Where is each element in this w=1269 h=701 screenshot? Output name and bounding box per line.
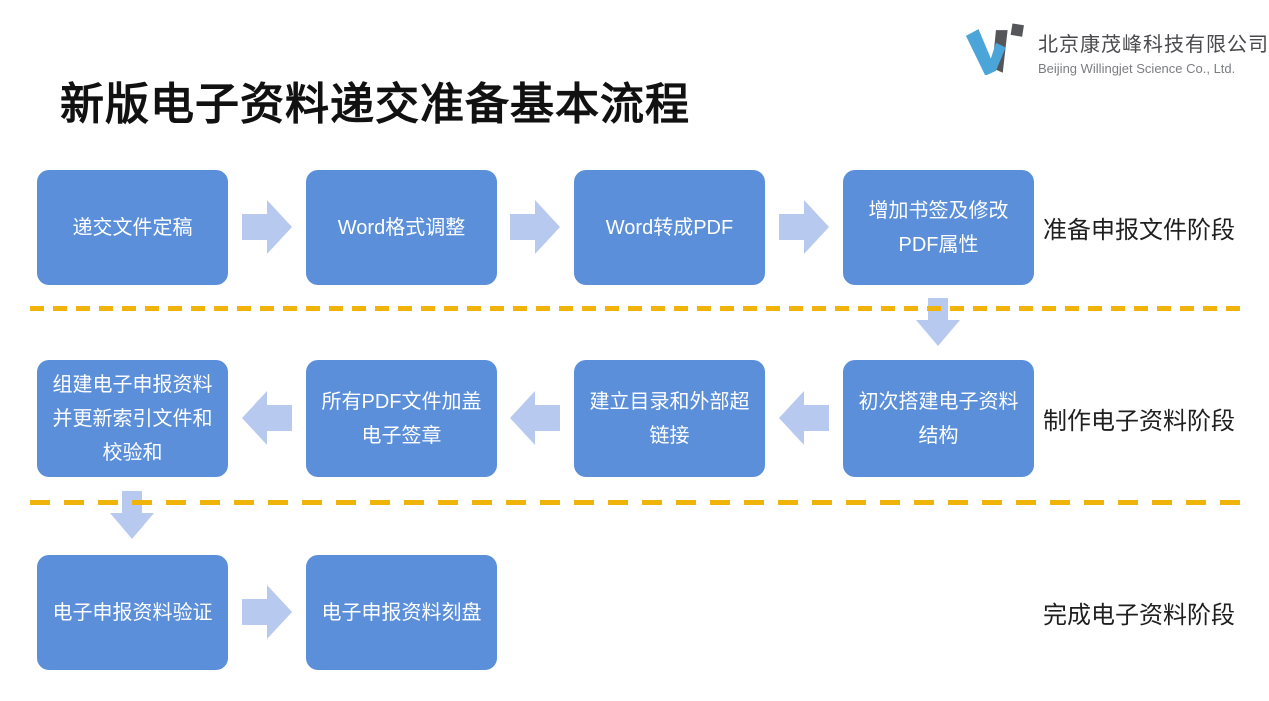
stage-divider xyxy=(30,306,1242,311)
company-logo: 北京康茂峰科技有限公司 Beijing Willingjet Science C… xyxy=(964,22,1269,76)
stage-divider xyxy=(30,500,1242,505)
stage-label-complete-edossier: 完成电子资料阶段 xyxy=(1043,602,1235,629)
arrow-left-icon xyxy=(779,391,829,445)
flow-step-build-toc-external-hyperlinks: 建立目录和外部超 链接 xyxy=(574,360,765,477)
stage-label-make-edossier: 制作电子资料阶段 xyxy=(1043,408,1235,435)
company-name-cn: 北京康茂峰科技有限公司 xyxy=(1038,34,1269,56)
company-name-block: 北京康茂峰科技有限公司 Beijing Willingjet Science C… xyxy=(1038,22,1269,76)
arrow-down-icon xyxy=(916,298,960,346)
arrow-left-icon xyxy=(242,391,292,445)
arrow-right-icon xyxy=(510,200,560,254)
arrow-right-icon xyxy=(242,200,292,254)
arrow-right-icon xyxy=(779,200,829,254)
flow-step-word-format-adjust: Word格式调整 xyxy=(306,170,497,285)
arrow-left-icon xyxy=(510,391,560,445)
flow-step-edossier-validation: 电子申报资料验证 xyxy=(37,555,228,670)
company-name-en: Beijing Willingjet Science Co., Ltd. xyxy=(1038,61,1236,76)
willingjet-logo-icon xyxy=(965,23,1024,75)
stage-label-prepare-documents: 准备申报文件阶段 xyxy=(1043,217,1235,244)
flow-step-submit-final-docs: 递交文件定稿 xyxy=(37,170,228,285)
flow-step-assemble-dossier-update-index-checksum: 组建电子申报资料 并更新索引文件和 校验和 xyxy=(37,360,228,477)
flow-step-edossier-burn-disc: 电子申报资料刻盘 xyxy=(306,555,497,670)
arrow-right-icon xyxy=(242,585,292,639)
flow-step-add-bookmarks-pdf-properties: 增加书签及修改 PDF属性 xyxy=(843,170,1034,285)
flow-step-apply-esignature-all-pdfs: 所有PDF文件加盖 电子签章 xyxy=(306,360,497,477)
arrow-down-icon xyxy=(110,491,154,539)
flow-step-word-to-pdf: Word转成PDF xyxy=(574,170,765,285)
flow-step-initial-edossier-structure: 初次搭建电子资料 结构 xyxy=(843,360,1034,477)
page-title: 新版电子资料递交准备基本流程 xyxy=(60,80,690,129)
